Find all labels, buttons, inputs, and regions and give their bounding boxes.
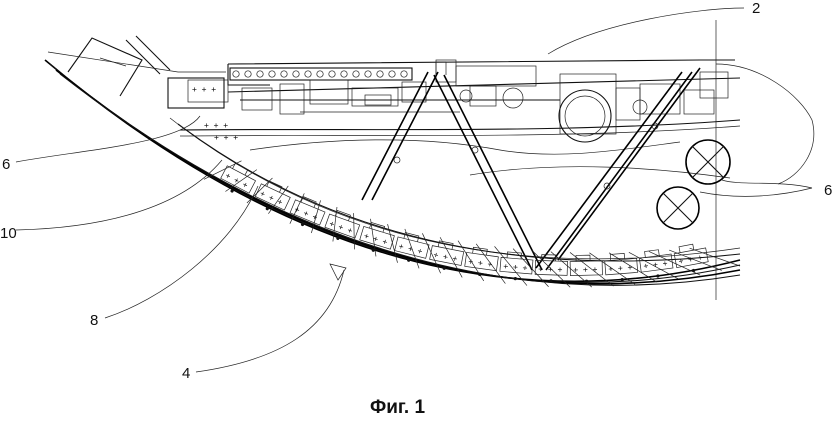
shell-module: + + + [220, 162, 257, 194]
svg-text:+ + +: + + + [433, 250, 459, 263]
svg-text:+ + +: + + + [468, 257, 493, 269]
fastener-dot [388, 70, 396, 78]
frame-rib [311, 200, 321, 234]
figure-caption: Фиг. 1 [370, 397, 425, 418]
frame-rib [225, 169, 258, 192]
svg-text:+ + +: + + + [678, 253, 704, 266]
plus-marking: + + + [204, 121, 228, 130]
frame-rib [439, 237, 463, 278]
frame-rib [494, 246, 528, 286]
frame-rib [422, 233, 441, 274]
round-duct-group [656, 139, 731, 230]
svg-text:+ + +: + + + [538, 265, 563, 275]
shell-module: + + + [569, 254, 603, 283]
plus-marking: + + + [214, 133, 238, 142]
shell-module: + + + [639, 249, 674, 278]
plus-marking: + + + [192, 85, 216, 94]
shell-module: + + + [534, 254, 568, 283]
fastener-dot [400, 70, 408, 78]
shell-module: + + + [464, 246, 499, 277]
frame-rib [370, 218, 377, 257]
svg-text:+ + +: + + + [398, 242, 424, 257]
reference-label-8: 8 [90, 312, 98, 329]
svg-text:+ + +: + + + [608, 263, 633, 274]
fastener-dot [232, 70, 240, 78]
fastener-dot [316, 70, 324, 78]
frame-rib [289, 193, 305, 224]
svg-text:+ + +: + + + [573, 265, 597, 275]
reference-label-10: 10 [0, 225, 17, 242]
svg-text:+ + +: + + + [503, 262, 528, 273]
svg-text:+ + +: + + + [643, 259, 668, 271]
fastener-dot [376, 70, 384, 78]
reference-label-6-right: 6 [824, 182, 832, 199]
deck-fastener-row [232, 70, 408, 78]
reference-label-6-left: 6 [2, 156, 10, 173]
frame-rib [512, 248, 549, 288]
fastener-dot [364, 70, 372, 78]
fastener-dot [256, 70, 264, 78]
reference-leaders [15, 115, 813, 373]
frame-rib [628, 252, 679, 280]
frame-rib [648, 251, 701, 276]
frame-rib [531, 250, 571, 288]
frame-rib [246, 177, 273, 204]
shell-modules: + + + + + + + + + + + + + + + + + + + + + + + +… [192, 85, 709, 283]
frame-rib [387, 224, 398, 263]
frame-rib [689, 247, 741, 267]
frame-rib [353, 213, 355, 250]
frame-rib [404, 228, 420, 269]
frame-rib [475, 243, 506, 284]
fastener-dot [304, 70, 312, 78]
fastener-dot [244, 70, 252, 78]
shell-module: + + + [673, 243, 709, 273]
reference-label-2: 2 [752, 0, 760, 17]
fastener-dot [328, 70, 336, 78]
frame-rib [569, 252, 614, 287]
fastener-dot [292, 70, 300, 78]
fastener-dot [280, 70, 288, 78]
upper-equipment-deck [179, 7, 814, 300]
frame-rib [589, 252, 636, 285]
fastener-dot [340, 70, 348, 78]
frame-rib-lines [203, 160, 741, 288]
shell-module: + + + [604, 252, 639, 282]
frame-rib [268, 185, 289, 214]
frame-rib [608, 252, 657, 283]
fastener-dot [352, 70, 360, 78]
shell-module: + + + [499, 251, 534, 281]
reference-label-4: 4 [182, 365, 190, 382]
fastener-dot [268, 70, 276, 78]
truss-brace-structure [361, 61, 701, 271]
